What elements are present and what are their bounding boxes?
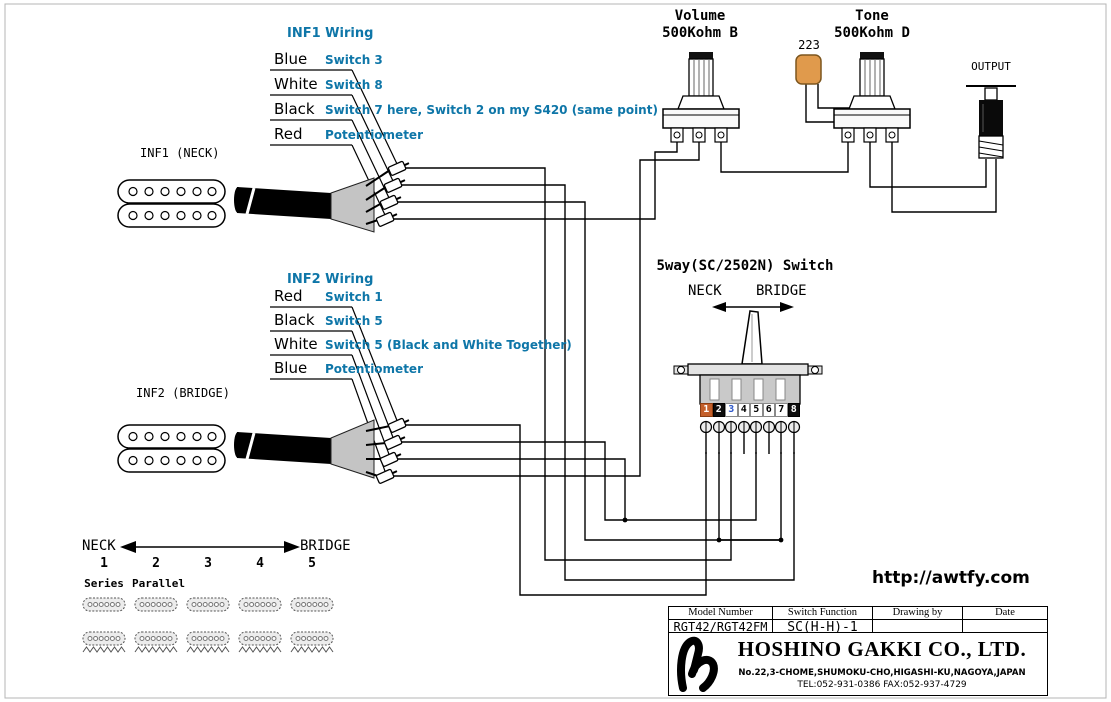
output-jack — [966, 85, 1016, 159]
selector-title: 5way(SC/2502N) Switch — [656, 258, 834, 274]
terminal-5: 5 — [750, 403, 763, 417]
hoshino-logo-icon — [677, 636, 718, 692]
arrow-right-icon — [780, 302, 794, 312]
selector-bridge-label: BRIDGE — [756, 283, 807, 299]
inf1-cable — [234, 158, 412, 233]
arrow-left-icon — [712, 302, 726, 312]
terminal-8: 8 — [787, 403, 800, 417]
inf1-wire-dest: Potentiometer — [325, 128, 423, 142]
switch-terminal-row: 1 2 3 4 5 6 7 8 — [700, 403, 800, 417]
terminal-3: 3 — [725, 403, 738, 417]
arrow-right-icon — [284, 541, 300, 553]
terminal-7: 7 — [775, 403, 788, 417]
inf1-wire-dest: Switch 8 — [325, 78, 383, 92]
inf1-wire-dest: Switch 7 here, Switch 2 on my S420 (same… — [325, 103, 658, 117]
spec-model-value: RGT42/RGT42FM — [669, 620, 773, 634]
inf1-pickup — [117, 179, 226, 228]
label-leaders — [270, 69, 399, 475]
inf2-wire-name: Red — [274, 287, 303, 305]
volume-title: Volume — [674, 8, 726, 24]
five-way-switch — [673, 302, 823, 434]
inf2-title: INF2 Wiring — [287, 272, 374, 287]
spec-header-switch-function: Switch Function — [773, 607, 873, 620]
inf1-wire-name: Blue — [274, 50, 308, 68]
terminal-6: 6 — [762, 403, 775, 417]
tone-pot — [833, 51, 911, 143]
inf1-wire-name: Red — [274, 125, 303, 143]
tone-title: Tone — [855, 8, 889, 24]
spec-switch-function-value: SC(H-H)-1 — [773, 620, 873, 634]
inf1-wire-name: White — [274, 75, 318, 93]
volume-pot — [662, 51, 740, 143]
output-label: OUTPUT — [971, 60, 1011, 73]
inf1-title: INF1 Wiring — [287, 26, 374, 41]
company-name: HOSHINO GAKKI CO., LTD. — [737, 637, 1027, 661]
spec-header-model: Model Number — [669, 607, 773, 620]
arrow-left-icon — [120, 541, 136, 553]
position-number: 2 — [152, 556, 160, 571]
terminal-4: 4 — [737, 403, 750, 417]
capacitor-label: 223 — [798, 38, 820, 52]
spec-table: Model Number Switch Function Drawing by … — [668, 606, 1048, 635]
position-number: 4 — [256, 556, 264, 571]
position-number: 3 — [204, 556, 212, 571]
selector-neck-label: NECK — [688, 283, 722, 299]
terminal-1: 1 — [700, 403, 713, 417]
inf1-wire-name: Black — [274, 100, 315, 118]
spec-header-drawing-by: Drawing by — [873, 607, 963, 620]
inf2-wire-dest: Potentiometer — [325, 362, 423, 376]
inf2-cable — [234, 415, 412, 485]
company-block: HOSHINO GAKKI CO., LTD. No.22,3-CHOME,SH… — [668, 632, 1048, 696]
inf2-pickup-label: INF2 (BRIDGE) — [136, 386, 230, 400]
company-phone: TEL:052-931-0386 FAX:052-937-4729 — [797, 680, 967, 690]
inf2-wire-name: White — [274, 335, 318, 353]
company-address: No.22,3-CHOME,SHUMOKU-CHO,HIGASHI-KU,NAG… — [738, 668, 1026, 678]
inf2-wire-name: Blue — [274, 359, 308, 377]
inf2-wire-dest: Switch 5 — [325, 314, 383, 328]
inf2-wire-dest: Switch 1 — [325, 290, 383, 304]
inf1-pickup-label: INF1 (NECK) — [140, 146, 220, 160]
positions-bridge-label: BRIDGE — [300, 538, 351, 554]
spec-drawing-by-value — [873, 620, 963, 634]
website-url[interactable]: http://awtfy.com — [872, 568, 1030, 588]
inf2-pickup — [117, 424, 226, 473]
terminal-2: 2 — [712, 403, 725, 417]
inf2-wire-dest: Switch 5 (Black and White Together) — [325, 338, 572, 352]
page-border — [4, 3, 1107, 699]
hookup-wires — [386, 84, 997, 596]
wire-junctions — [622, 517, 784, 543]
capacitor-223 — [795, 54, 822, 85]
tone-value: 500Kohm D — [834, 25, 910, 41]
series-label: Series — [84, 577, 124, 590]
inf1-wire-dest: Switch 3 — [325, 53, 383, 67]
spec-header-date: Date — [963, 607, 1047, 620]
position-number: 5 — [308, 556, 316, 571]
parallel-label: Parallel — [132, 577, 185, 590]
position-chart — [82, 541, 334, 653]
inf2-wire-name: Black — [274, 311, 315, 329]
positions-neck-label: NECK — [82, 538, 116, 554]
volume-value: 500Kohm B — [662, 25, 738, 41]
position-number: 1 — [100, 556, 108, 571]
